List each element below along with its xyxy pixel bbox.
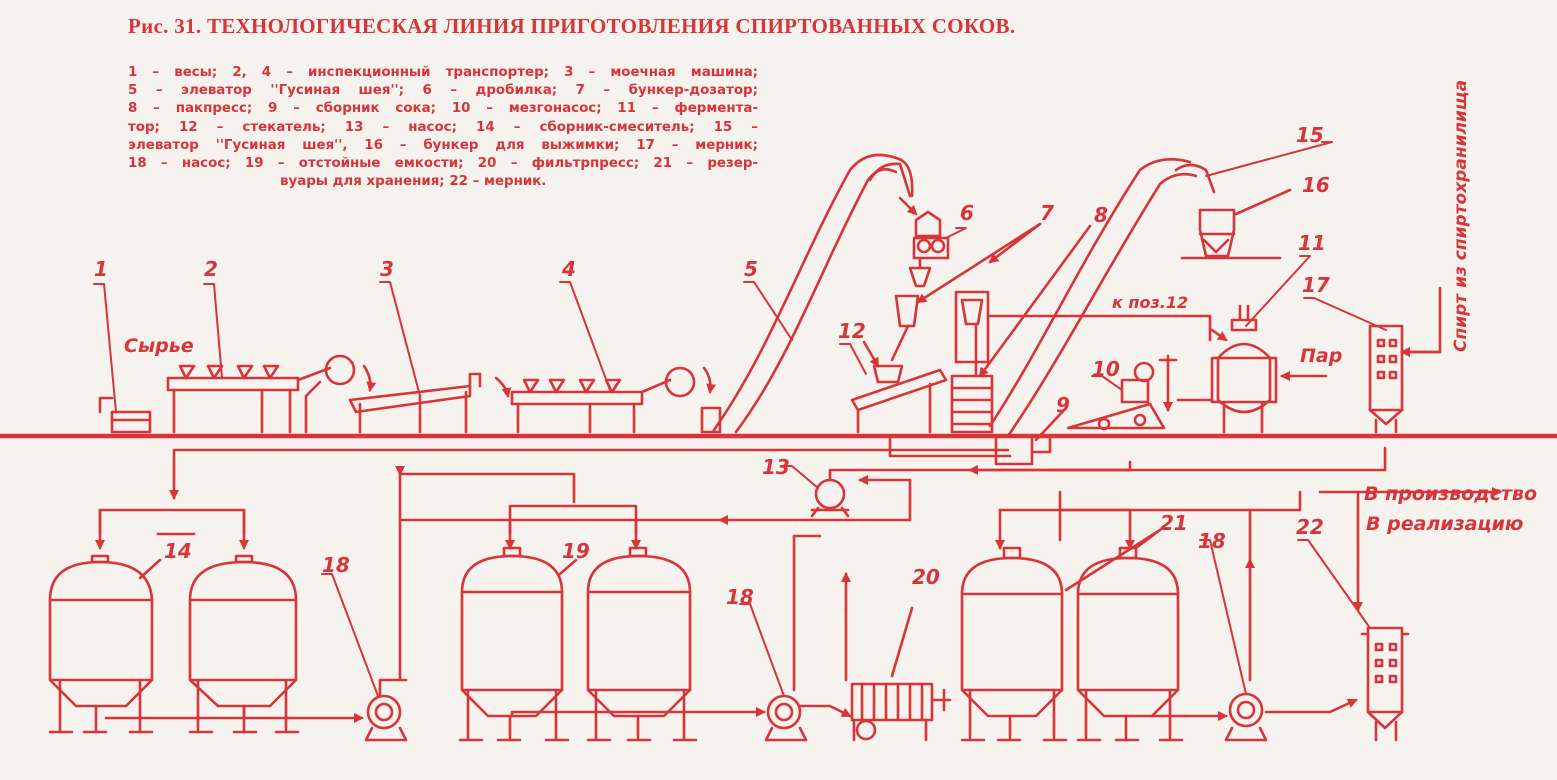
filter-press-20 <box>850 606 952 742</box>
elevator-5 <box>712 153 914 434</box>
settling-tank-19 <box>458 546 766 742</box>
label-20: 20 <box>912 565 940 589</box>
leader-lines <box>93 141 1387 697</box>
label-16: 16 <box>1302 173 1330 197</box>
legend-line: 1 – весы; 2, 4 – инспекционный транспорт… <box>128 65 758 80</box>
label-18-middle: 18 <box>726 585 754 609</box>
figure-legend: 1 – весы; 2, 4 – инспекционный транспорт… <box>128 64 758 191</box>
steam-label: Пар <box>1300 345 1342 367</box>
to-sale-label: В реализацию <box>1366 513 1523 535</box>
label-8: 8 <box>1094 203 1108 227</box>
label-11: 11 <box>1298 231 1326 255</box>
to-production-label: В производство <box>1364 483 1537 505</box>
label-9: 9 <box>1056 393 1070 417</box>
pump-18-left <box>104 678 408 742</box>
label-5: 5 <box>744 257 758 281</box>
to-pos12-label: к поз.12 <box>1112 293 1188 312</box>
figure-title: Рис. 31. ТЕХНОЛОГИЧЕСКАЯ ЛИНИЯ ПРИГОТОВЛ… <box>128 14 1016 38</box>
label-14: 14 <box>164 539 192 563</box>
alcohol-source-label: Спирт из спиртохранилища <box>1451 80 1471 352</box>
label-13: 13 <box>762 455 790 479</box>
pump-18-middle <box>764 694 852 742</box>
legend-line: вуары для хранения; 22 – мерник. <box>280 174 547 190</box>
label-1: 1 <box>94 257 108 281</box>
label-10: 10 <box>1092 357 1120 381</box>
fermenter-11 <box>1176 304 1328 434</box>
label-4: 4 <box>561 257 576 281</box>
label-3: 3 <box>380 257 394 281</box>
pump-18-right <box>1184 692 1358 742</box>
inspection-conveyor-2 <box>166 354 356 434</box>
inspection-conveyor-4 <box>494 366 722 434</box>
label-18-right: 18 <box>1198 529 1226 553</box>
dosing-bunker-7 <box>890 222 1042 362</box>
label-21: 21 <box>1160 511 1188 535</box>
legend-line: элеватор ''Гусиная шея'', 16 – бункер дл… <box>128 137 758 153</box>
label-6: 6 <box>960 201 974 225</box>
pulp-pump-10 <box>1066 354 1178 431</box>
legend-line: 18 – насос; 19 – отстойные емкости; 20 –… <box>128 156 758 172</box>
label-17: 17 <box>1302 273 1330 297</box>
label-7: 7 <box>1040 201 1054 225</box>
crusher-6 <box>898 196 950 260</box>
label-19: 19 <box>562 539 590 563</box>
legend-line: 8 – пакпресс; 9 – сборник сока; 10 – мез… <box>128 101 758 117</box>
elevator-15 <box>988 158 1216 438</box>
label-12: 12 <box>838 319 866 343</box>
label-2: 2 <box>204 257 218 281</box>
washing-machine-3 <box>348 364 482 434</box>
legend-line: 5 – элеватор ''Гусиная шея''; 6 – дробил… <box>128 83 758 99</box>
pipelines <box>95 446 1502 692</box>
legend-line: тор; 12 – стекатель; 13 – насос; 14 – сб… <box>128 119 758 135</box>
label-22: 22 <box>1296 515 1324 539</box>
measuring-tank-17 <box>1368 286 1442 434</box>
raw-material-label: Сырье <box>124 335 194 357</box>
label-15: 15 <box>1296 123 1324 147</box>
drainer-12 <box>850 340 948 434</box>
press-cake-bunker-16 <box>1180 188 1292 260</box>
scales-1 <box>98 396 152 434</box>
mixer-tank-14 <box>48 554 300 734</box>
measuring-tank-22 <box>1360 626 1410 742</box>
storage-reservoir-21 <box>960 528 1188 742</box>
label-18-left: 18 <box>322 553 350 577</box>
pack-press-8 <box>950 224 1212 434</box>
